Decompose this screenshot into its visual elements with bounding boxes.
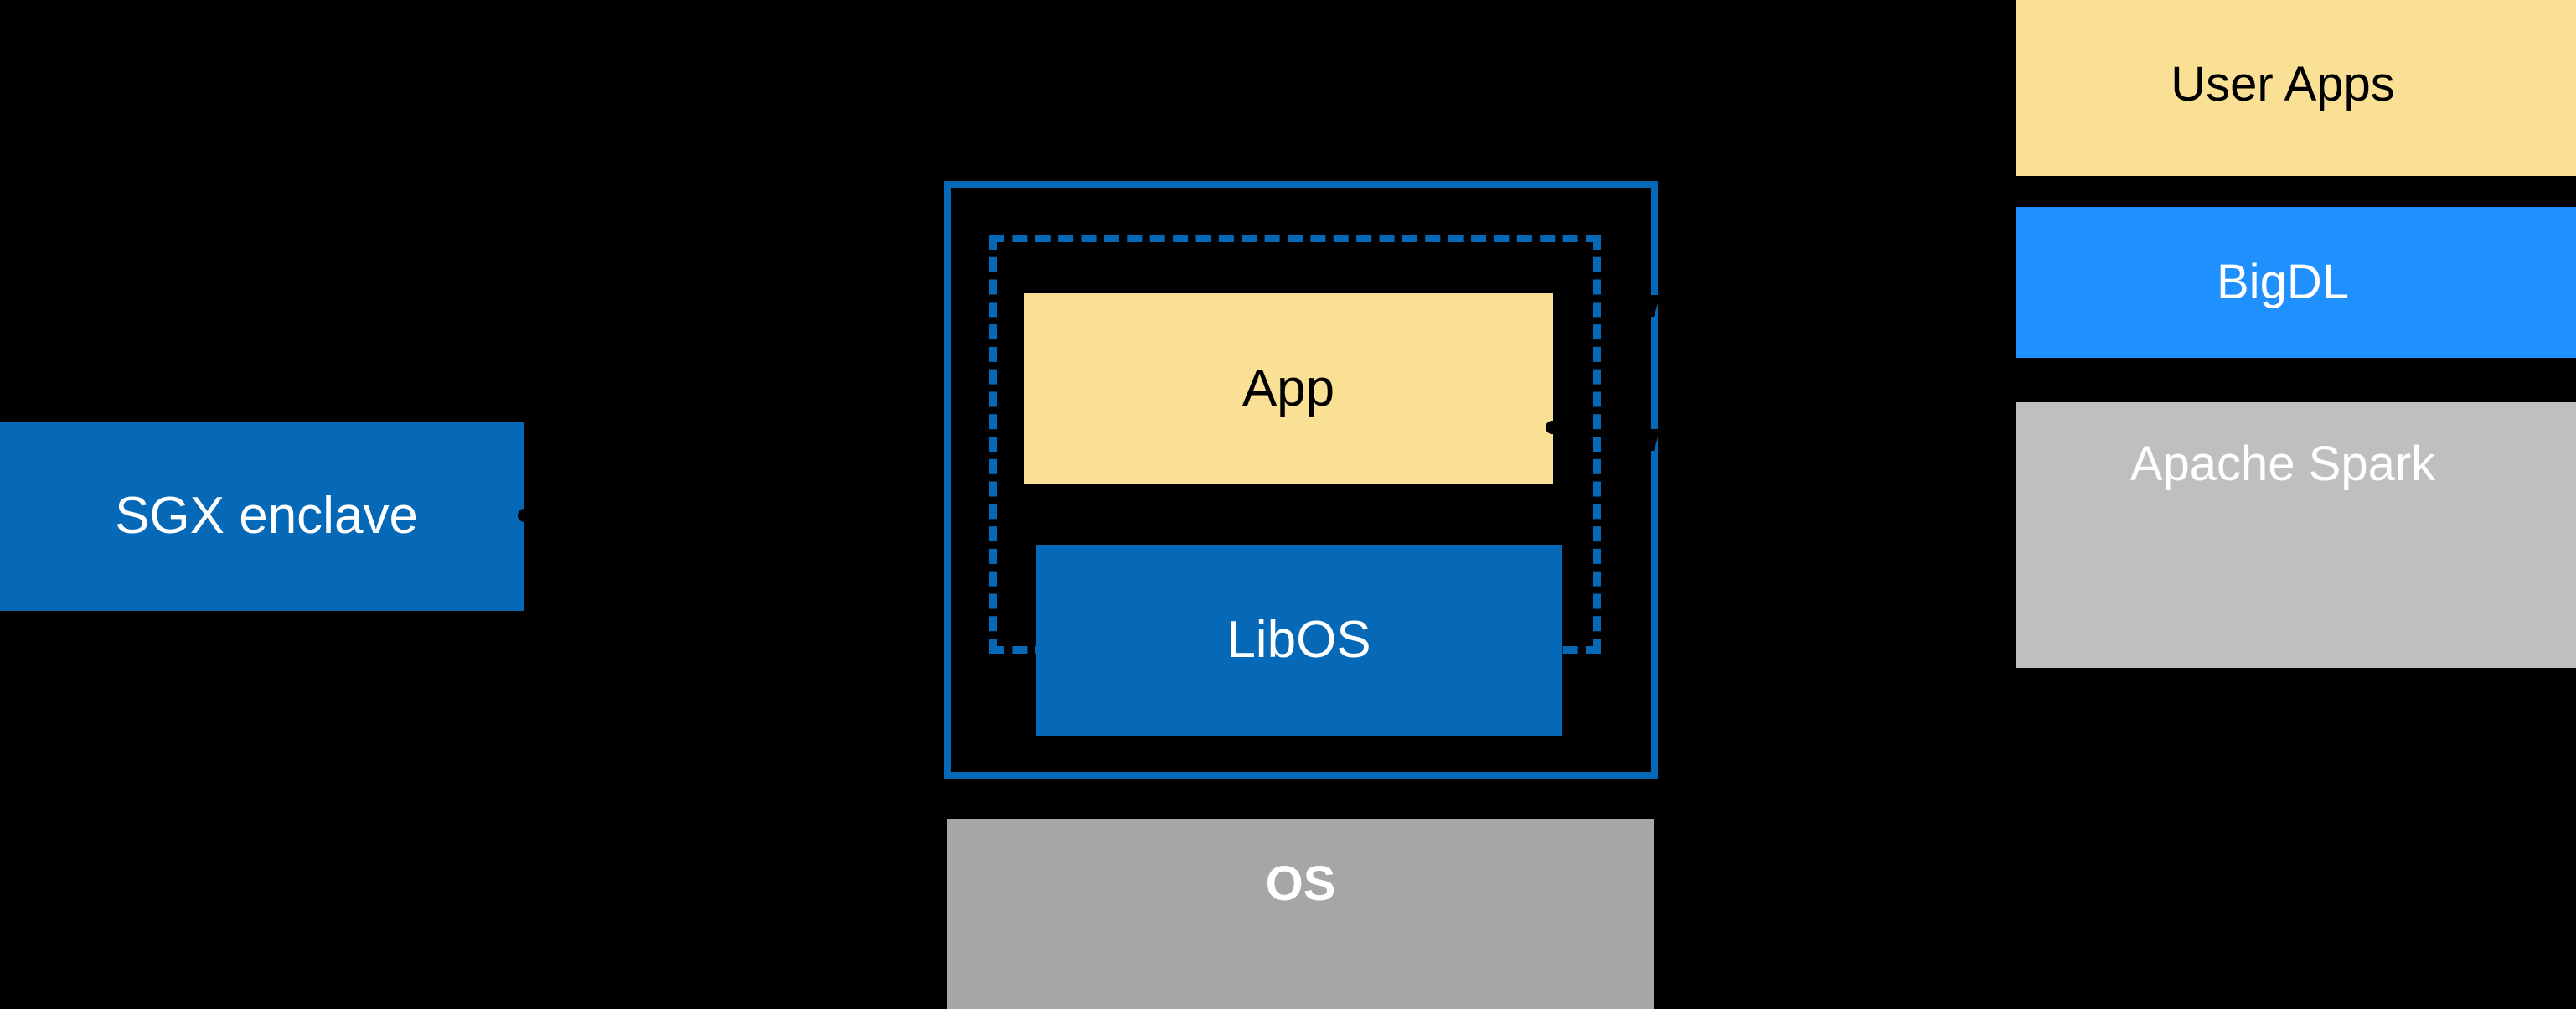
sgx-enclave-leader-arrowhead bbox=[518, 509, 531, 522]
bigdl-box: BigDL bbox=[2016, 207, 2576, 358]
app-leader-arrowhead bbox=[1546, 421, 1559, 434]
user-apps-box: User Apps bbox=[2016, 0, 2576, 176]
sgx-enclave-box: SGX enclave bbox=[0, 422, 524, 611]
sgx-enclave-label: SGX enclave bbox=[115, 486, 418, 545]
os-label: OS bbox=[1265, 856, 1336, 911]
sgx-enclave-boundary-frame bbox=[944, 181, 1658, 779]
bigdl-label: BigDL bbox=[2217, 255, 2349, 310]
user-apps-label: User Apps bbox=[2171, 57, 2395, 112]
app-label: App bbox=[1242, 359, 1335, 417]
libos-label: LibOS bbox=[1226, 610, 1371, 669]
os-box: OS bbox=[947, 819, 1654, 1009]
apache-spark-box: Apache Spark bbox=[2016, 402, 2576, 668]
apache-spark-label: Apache Spark bbox=[2129, 437, 2436, 491]
libos-box: LibOS bbox=[1036, 545, 1562, 736]
app-box: App bbox=[1024, 293, 1553, 484]
